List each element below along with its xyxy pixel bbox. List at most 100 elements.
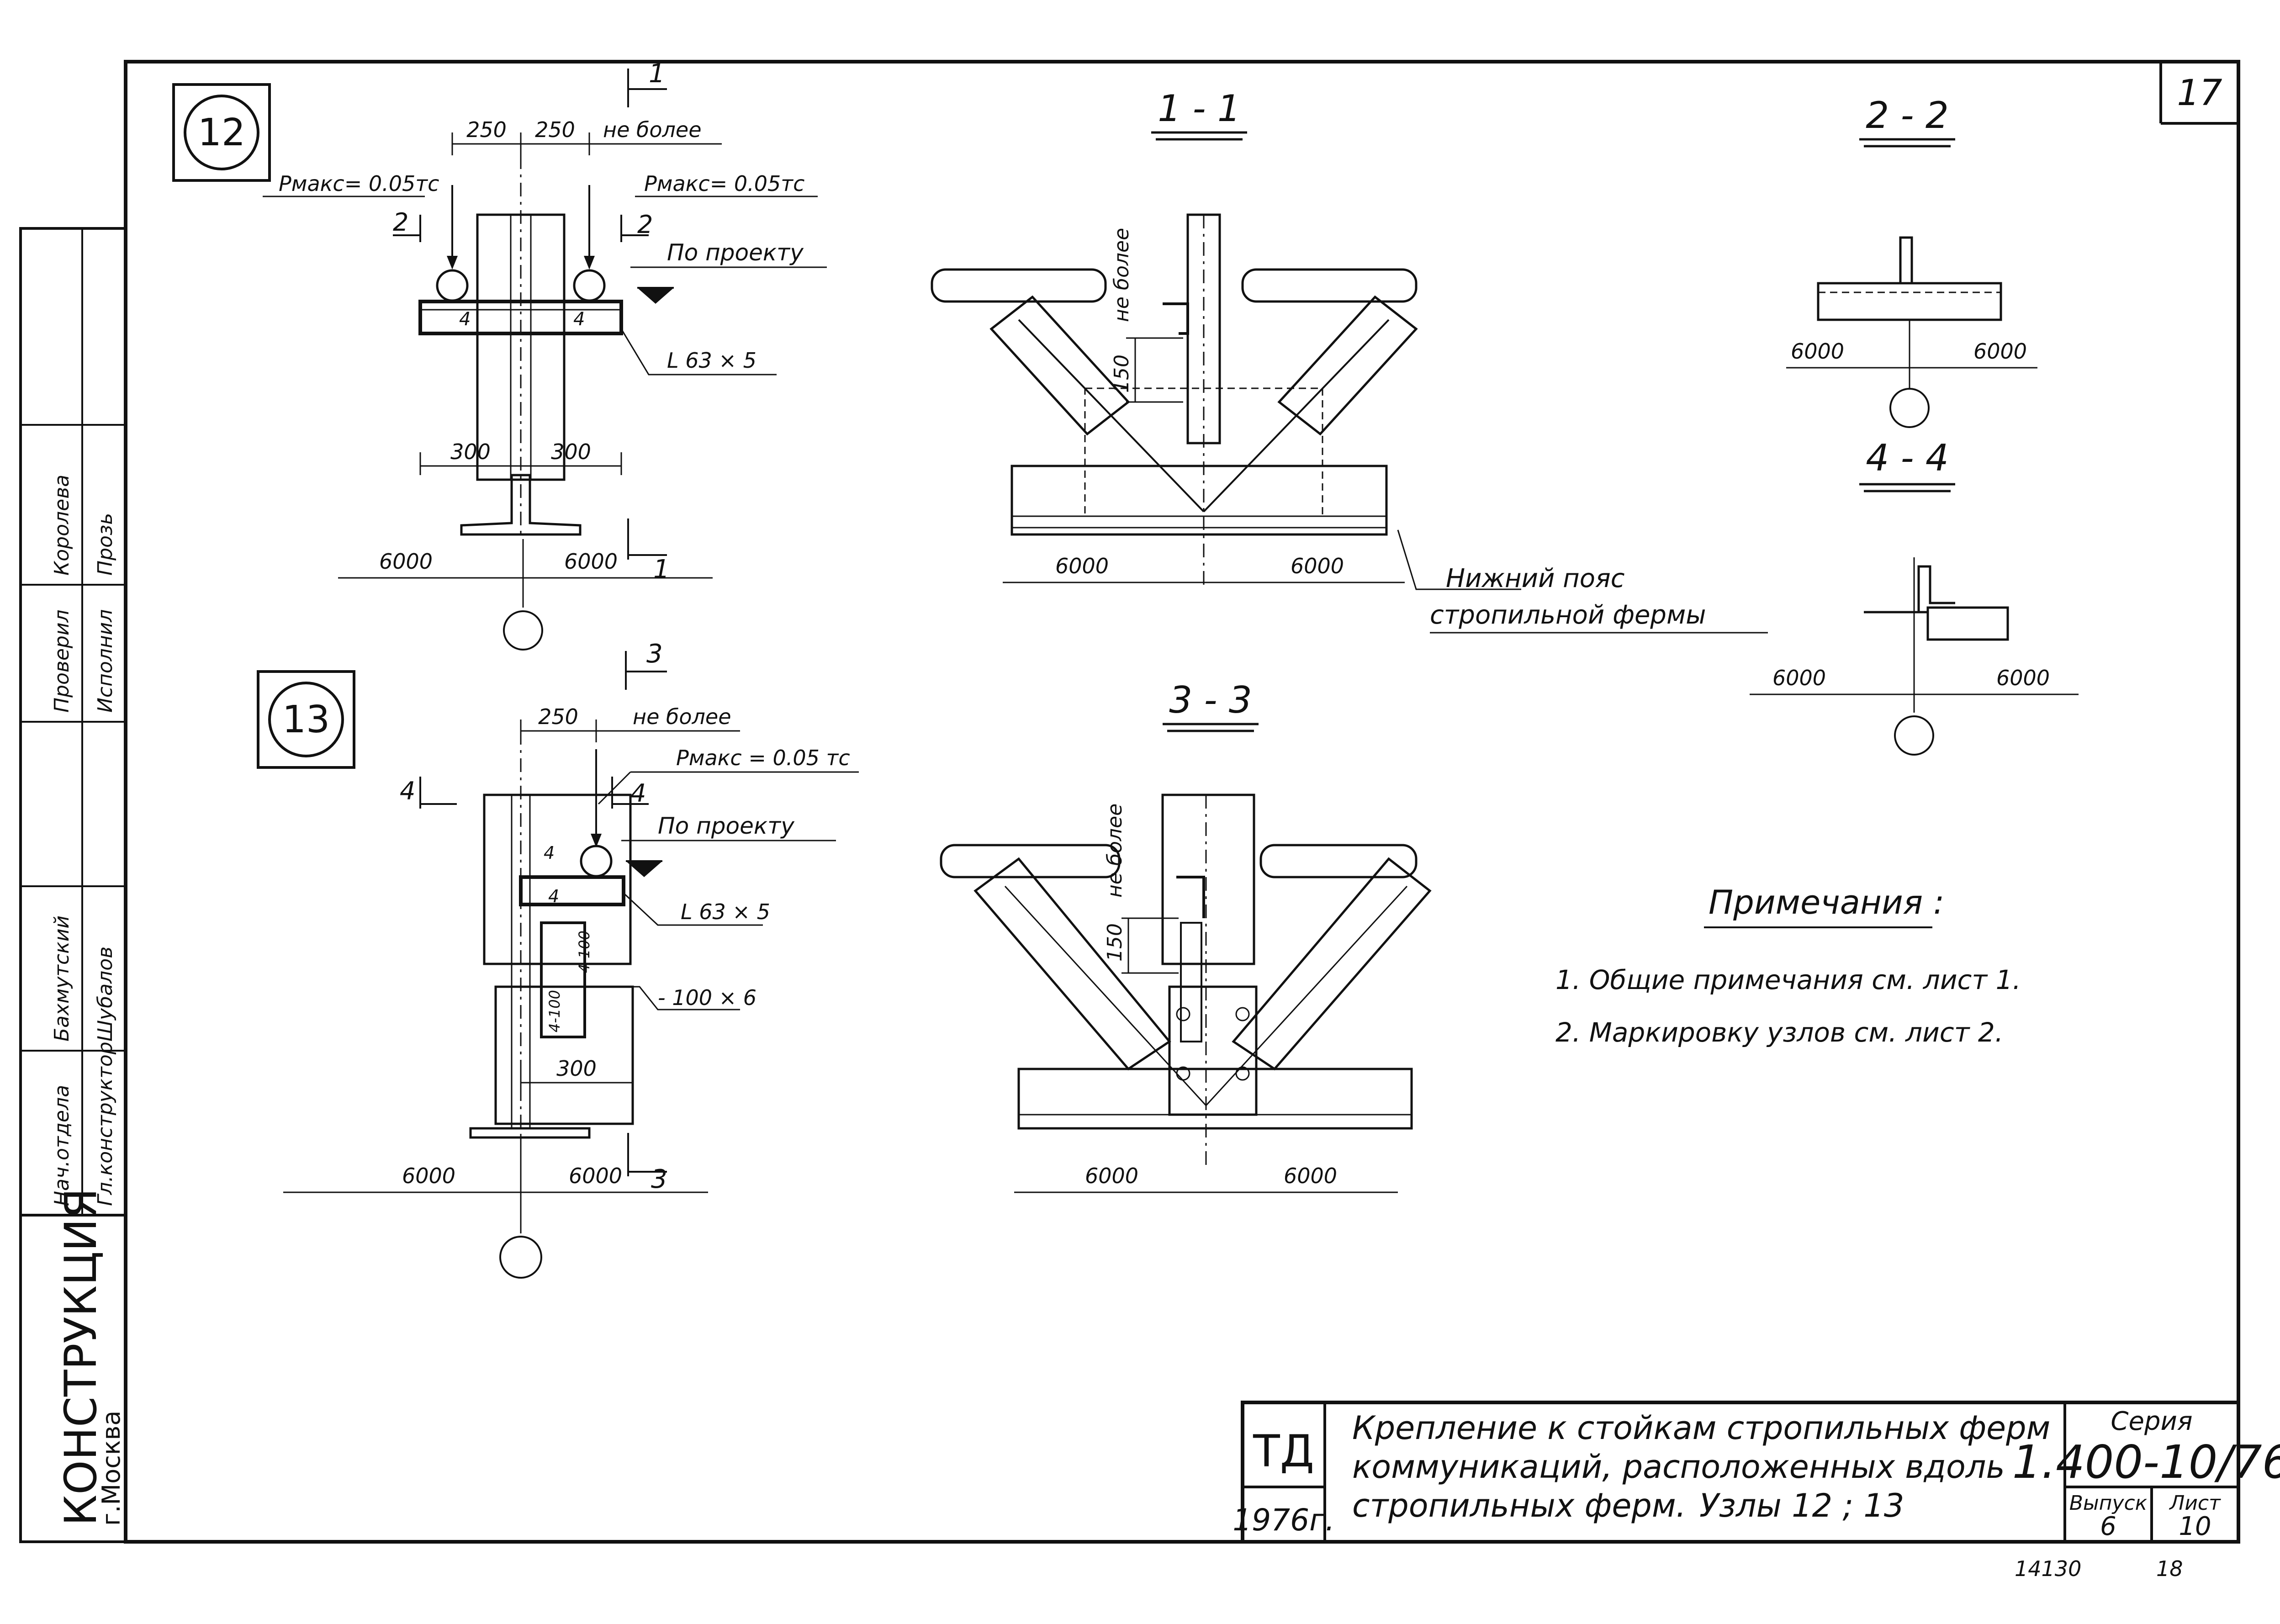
section-3-3-title: 3 - 3	[1169, 679, 1252, 721]
section-1-1: 1 - 1 150 не более 6000 6000 Нижний пояс	[931, 87, 1768, 634]
section-4-4-plate	[1926, 606, 2009, 641]
section-3-3-column	[1161, 793, 1255, 965]
section-3-3-bottom-chord	[1017, 1068, 1413, 1130]
section-2-2: 2 - 2 6000 6000	[1786, 94, 2037, 428]
footer-right: 18	[2156, 1556, 2183, 1581]
sheet-label: Лист	[2169, 1492, 2221, 1515]
section-1-1-axis-6000-left: 6000	[1055, 554, 1109, 578]
series-label: Серия	[2111, 1407, 2192, 1436]
node-12-axis-6000-right: 6000	[564, 549, 618, 574]
node-13-marker-box	[257, 670, 355, 769]
section-4-4-axis-6000-right: 6000	[1996, 666, 2050, 690]
node-13-plate	[540, 921, 586, 1038]
node-13-marker-circle	[268, 682, 344, 757]
node-12-cut-bottom: 1	[653, 555, 670, 584]
node-12-angle-label: L 63 × 5	[667, 348, 756, 373]
stamp-name-3: Королева	[50, 475, 74, 576]
section-1-1-note-line1: Нижний пояс	[1446, 564, 1625, 593]
section-3-3-pipe-left	[940, 844, 1121, 878]
issue-value: 6	[2100, 1512, 2116, 1541]
section-1-1-axis-6000-right: 6000	[1291, 554, 1344, 578]
node-12-pipe-left	[436, 269, 469, 302]
node-13-dim-250: 250	[538, 704, 578, 729]
node-12-pipe-right	[573, 269, 606, 302]
title-year: 1976г.	[1233, 1502, 1335, 1538]
section-4-4-title: 4 - 4	[1866, 437, 1949, 479]
series-value: 1.400-10/76	[2012, 1435, 2280, 1489]
node-13-section-mark-left: 4	[400, 777, 415, 805]
footer-left: 14130	[2015, 1556, 2081, 1581]
node-12-weld-right: 4	[573, 309, 585, 330]
stamp-role-3: Проверил	[50, 609, 74, 713]
node-13-po-proektu: По проекту	[658, 813, 795, 839]
section-2-2-axis-6000-right: 6000	[1973, 339, 2027, 364]
section-1-1-ne-bolee: не более	[1110, 228, 1133, 322]
section-4-4: 4 - 4 6000 6000	[1750, 437, 2079, 756]
node-12-dim-300-right: 300	[551, 439, 591, 464]
notes: Примечания : 1. Общие примечания см. лис…	[1555, 883, 2021, 1048]
node-12-cut-top: 1	[649, 59, 665, 89]
section-2-2-chord	[1817, 282, 2002, 321]
section-2-2-axis-bubble	[1889, 388, 1930, 428]
section-3-3-axis-6000-left: 6000	[1085, 1164, 1138, 1188]
node-12-marker-box	[172, 83, 271, 182]
node-12-dim-250-left: 250	[466, 117, 507, 142]
node-13-angle	[519, 875, 625, 906]
section-1-1-title: 1 - 1	[1158, 87, 1241, 130]
node-12-axis-bubble	[503, 610, 543, 651]
section-3-3-bolt	[1176, 1007, 1190, 1021]
section-4-4-axis-6000-left: 6000	[1772, 666, 1826, 690]
section-1-1-bottom-chord	[1010, 465, 1388, 536]
section-4-4-axis-bubble	[1894, 715, 1934, 756]
node-13-pipe	[580, 845, 613, 878]
node-13-axis-6000-right: 6000	[569, 1164, 622, 1188]
node-13-dim-300: 300	[556, 1056, 597, 1081]
node-13-number: 13	[282, 698, 330, 741]
node-12-section-mark-right: 2	[637, 210, 653, 239]
side-stamp: Нач.отдела Гл.конструктор Проверил Испол…	[19, 227, 127, 1543]
section-3-3-bolt	[1176, 1066, 1190, 1081]
node-12-ne-bolee: не более	[603, 117, 702, 142]
title-line-3: стропильных ферм.	[1352, 1487, 1686, 1524]
node-13-weld-4b: 4	[548, 886, 559, 906]
notes-heading: Примечания :	[1709, 883, 1944, 921]
section-4-4-angle	[1917, 565, 1955, 612]
node-12-number: 12	[198, 111, 245, 154]
node-12-section-mark-left: 2	[393, 208, 408, 237]
sheet-number: 17	[2177, 73, 2222, 114]
issue-label: Выпуск	[2069, 1492, 2148, 1515]
node-12-pmax-right: Pмакс= 0.05тс	[644, 171, 804, 196]
section-2-2-title: 2 - 2	[1866, 94, 1949, 137]
section-1-1-pipe-right	[1241, 268, 1418, 303]
stamp-org: КОНСТРУКЦИЯ	[55, 1188, 106, 1526]
section-1-1-pipe-left	[931, 268, 1107, 303]
node-12-dim-300-left: 300	[450, 439, 491, 464]
notes-item-2: 2. Маркировку узлов см. лист 2.	[1555, 1017, 2003, 1048]
stamp-role-2: Гл.конструктор	[94, 1042, 117, 1206]
section-2-2-axis-6000-left: 6000	[1791, 339, 1844, 364]
stamp-name-1: Бахмутский	[50, 915, 74, 1042]
node-12-axis-6000-left: 6000	[379, 549, 433, 574]
node-12: 12 250 250 не более Pмакс= 0.05тс Pмакс=…	[172, 59, 827, 651]
node-13-column	[483, 793, 632, 965]
section-3-3: 3 - 3 150 не более 6000 6000	[940, 679, 1432, 1193]
node-12-dim-250-right: 250	[535, 117, 575, 142]
node-12-angle	[418, 300, 623, 335]
section-2-2-angle	[1899, 236, 1913, 283]
stamp-role-4: Исполнил	[94, 609, 117, 713]
section-1-1-gusset	[1084, 387, 1323, 517]
node-12-pmax-left: Pмакс= 0.05тс	[279, 171, 439, 196]
section-3-3-axis-6000-right: 6000	[1284, 1164, 1337, 1188]
node-13-bottom-plate	[469, 1127, 591, 1139]
title-block: ТД 1976г. Крепление к стойкам стропильны…	[1233, 1401, 2280, 1581]
node-13-axis-6000-left: 6000	[402, 1164, 455, 1188]
node-13-weld-4a: 4	[544, 843, 555, 863]
title-nodes: Узлы 12 ; 13	[1699, 1487, 1904, 1524]
node-12-po-proektu: По проекту	[667, 239, 804, 266]
section-3-3-ne-bolee: не более	[1103, 804, 1127, 898]
node-13-plate-label: - 100 × 6	[658, 985, 756, 1010]
node-13-cut-bottom: 3	[651, 1164, 667, 1194]
section-3-3-gusset	[1168, 985, 1258, 1116]
